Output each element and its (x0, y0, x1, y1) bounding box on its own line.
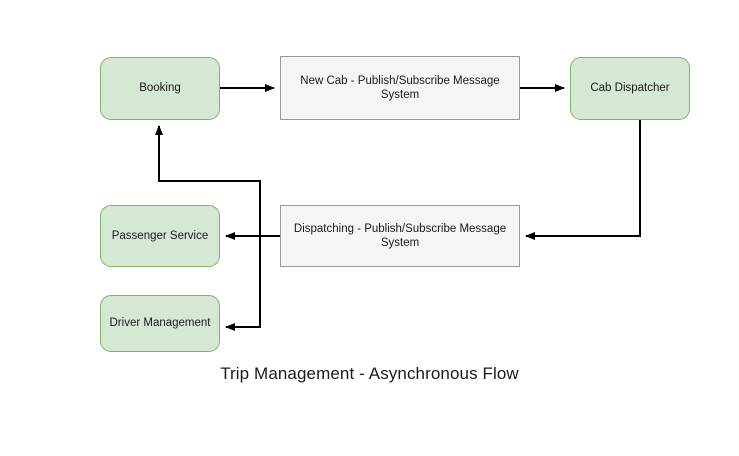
node-passenger-service[interactable]: Passenger Service (100, 205, 220, 267)
node-booking-label: Booking (139, 82, 181, 95)
node-cab-dispatcher[interactable]: Cab Dispatcher (570, 57, 690, 120)
node-dispatching-queue[interactable]: Dispatching - Publish/Subscribe Message … (280, 205, 520, 267)
diagram-caption: Trip Management - Asynchronous Flow (220, 364, 519, 383)
node-new-cab-queue[interactable]: New Cab - Publish/Subscribe Message Syst… (280, 56, 520, 120)
edge-cab-dispatcher-to-dispatching-queue (525, 120, 641, 240)
node-dispatching-queue-label: Dispatching - Publish/Subscribe Message … (293, 222, 507, 249)
edge-dispatching-branch-to-driver-management (225, 236, 261, 331)
node-passenger-service-label: Passenger Service (111, 229, 209, 242)
node-booking[interactable]: Booking (100, 57, 220, 120)
node-cab-dispatcher-label: Cab Dispatcher (590, 82, 670, 95)
node-new-cab-queue-label: New Cab - Publish/Subscribe Message Syst… (300, 74, 500, 101)
node-driver-management-label: Driver Management (109, 317, 211, 330)
node-driver-management[interactable]: Driver Management (100, 295, 220, 352)
